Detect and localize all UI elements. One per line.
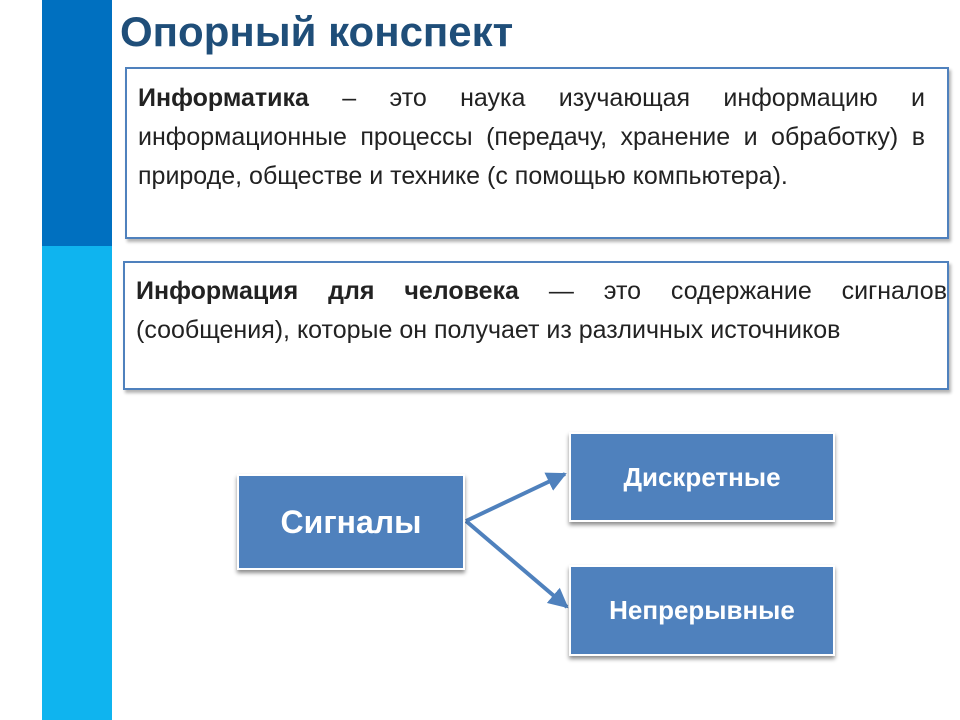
definition-term: Информация для человека	[136, 277, 519, 305]
definition-term: Информатика	[138, 84, 309, 112]
definition-text: – это наука изучающая информацию и инфор…	[138, 84, 925, 190]
node-discrete: Дискретные	[569, 432, 835, 522]
sidebar-bar-dark	[42, 0, 112, 246]
node-continuous: Непрерывные	[569, 565, 835, 656]
sidebar-bar-light	[42, 246, 112, 720]
definition-text: — это содержание сигналов (сообщения), к…	[136, 277, 947, 344]
definition-box-informatics: Информатика – это наука изучающая информ…	[125, 67, 949, 239]
node-signals: Сигналы	[237, 474, 465, 570]
definition-box-information: Информация для человека — это содержание…	[123, 261, 949, 390]
arrow-to-continuous	[464, 519, 569, 609]
arrow-to-discrete	[465, 472, 567, 523]
page-title: Опорный конспект	[120, 8, 514, 55]
